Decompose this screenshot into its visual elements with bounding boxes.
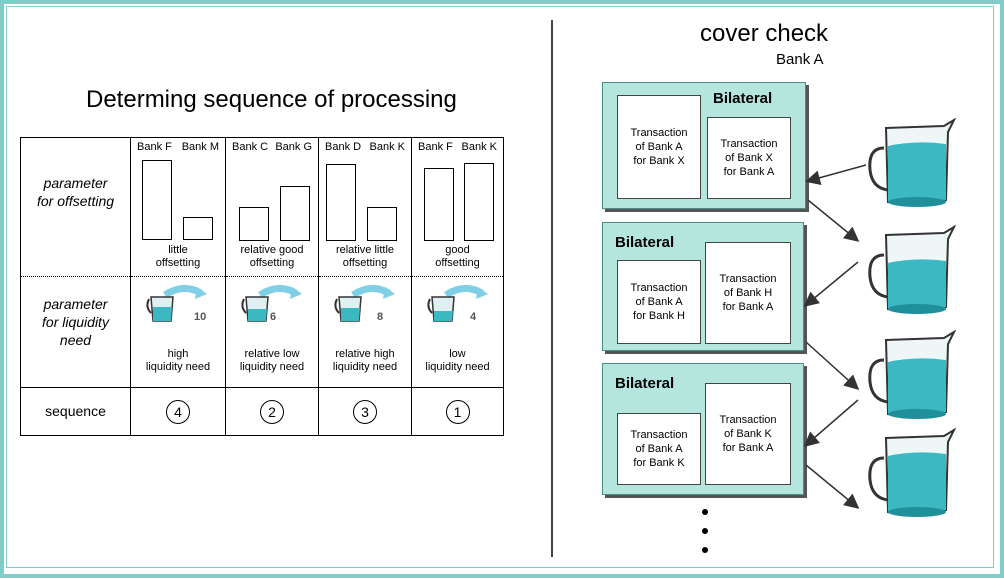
liquidity-label-cell: parameter for liquidity need xyxy=(20,276,131,388)
bank-name: Bank C xyxy=(232,141,269,153)
bank-names: Bank D Bank K xyxy=(319,141,411,153)
offsetting-label-cell: parameter for offsetting xyxy=(20,137,131,277)
bilateral-label: Bilateral xyxy=(713,90,773,107)
arrow-icon xyxy=(803,399,859,447)
offset-bar xyxy=(280,186,310,241)
offset-caption: little offsetting xyxy=(155,244,201,269)
offset-cell-2: Bank C Bank G relative good offsetting xyxy=(225,137,319,277)
arrow-icon xyxy=(805,164,867,186)
offset-caption: relative little offsetting xyxy=(335,244,395,269)
jug-icon xyxy=(146,285,207,322)
sequence-number: 1 xyxy=(445,399,470,424)
offset-bar xyxy=(464,163,494,241)
offset-bar xyxy=(239,207,269,241)
offset-bar xyxy=(183,217,213,240)
liquidity-row-label: parameter for liquidity need xyxy=(42,296,109,348)
bilateral-label: Bilateral xyxy=(615,234,675,251)
liquidity-cell-1: 10 high liquidity need xyxy=(130,276,226,388)
offsetting-row-label: parameter for offsetting xyxy=(36,175,115,209)
liquidity-caption: relative low liquidity need xyxy=(239,348,305,373)
offset-bar xyxy=(326,164,356,241)
liquidity-caption: low liquidity need xyxy=(425,348,490,373)
sequence-label-cell: sequence xyxy=(20,387,131,436)
bank-name: Bank G xyxy=(275,141,312,153)
sequence-row-label: sequence xyxy=(45,403,106,419)
jug-icon xyxy=(241,285,302,322)
arrow-icon xyxy=(803,261,859,307)
bilateral-block: Bilateral Transaction of Bank A for Bank… xyxy=(602,82,806,209)
bank-name: Bank M xyxy=(181,141,219,153)
liquidity-cell-2: 6 relative low liquidity need xyxy=(225,276,319,388)
bank-name: Bank F xyxy=(418,141,453,153)
liquidity-caption: relative high liquidity need xyxy=(332,348,398,373)
sequence-cell-4: 1 xyxy=(411,387,504,436)
offset-caption: relative good offsetting xyxy=(240,244,304,269)
liquidity-value: 10 xyxy=(194,311,207,323)
transaction-box: Transaction of Bank K for Bank A xyxy=(705,383,791,485)
section-divider xyxy=(551,20,553,557)
sequence-number: 3 xyxy=(353,399,377,424)
bilateral-label: Bilateral xyxy=(615,375,675,392)
transaction-box: Transaction of Bank A for Bank K xyxy=(617,413,701,485)
offset-bar xyxy=(367,207,397,241)
arrow-icon xyxy=(807,199,860,242)
bank-names: Bank F Bank M xyxy=(131,141,225,153)
bilateral-block: Bilateral Transaction of Bank A for Bank… xyxy=(602,222,804,351)
bilateral-block: Bilateral Transaction of Bank A for Bank… xyxy=(602,363,804,495)
offsetting-row: parameter for offsetting Bank F Bank M li… xyxy=(20,137,504,277)
offset-bar xyxy=(424,168,454,241)
bank-names: Bank C Bank G xyxy=(226,141,318,153)
jug-icon xyxy=(334,285,395,322)
sequence-row: sequence 4 2 3 1 xyxy=(20,387,504,436)
transaction-box: Transaction of Bank A for Bank H xyxy=(617,260,701,344)
sequence-cell-2: 2 xyxy=(225,387,319,436)
offset-caption: good offsetting xyxy=(435,244,480,269)
continuation-dot xyxy=(702,528,708,534)
jug-icon xyxy=(427,285,488,322)
transaction-box: Transaction of Bank A for Bank X xyxy=(617,95,701,199)
continuation-dot xyxy=(702,547,708,553)
liquidity-caption: high liquidity need xyxy=(145,348,211,373)
left-title: Determing sequence of processing xyxy=(86,86,457,113)
offset-cell-1: Bank F Bank M little offsetting xyxy=(130,137,226,277)
liquidity-row: parameter for liquidity need 10 high liq… xyxy=(20,276,504,388)
offset-cell-4: Bank F Bank K good offsetting xyxy=(411,137,504,277)
jug-icon xyxy=(868,225,956,314)
offset-bar xyxy=(142,160,172,240)
continuation-dot xyxy=(702,509,708,515)
transaction-box: Transaction of Bank X for Bank A xyxy=(707,117,791,199)
right-subtitle: Bank A xyxy=(776,51,824,68)
bank-names: Bank F Bank K xyxy=(412,141,503,153)
right-title: cover check xyxy=(700,20,829,47)
liquidity-value: 8 xyxy=(377,311,384,323)
sequence-number: 2 xyxy=(260,399,284,424)
transaction-box: Transaction of Bank H for Bank A xyxy=(705,242,791,344)
sequence-number: 4 xyxy=(166,399,190,424)
jug-icon xyxy=(868,330,956,419)
jug-icon xyxy=(868,428,956,517)
sequence-table: parameter for offsetting Bank F Bank M li… xyxy=(20,137,504,436)
sequence-cell-1: 4 xyxy=(130,387,226,436)
liquidity-cell-3: 8 relative high liquidity need xyxy=(318,276,412,388)
liquidity-value: 6 xyxy=(270,311,277,323)
bank-name: Bank K xyxy=(369,141,405,153)
jug-icon xyxy=(868,118,956,207)
bank-name: Bank K xyxy=(461,141,497,153)
sequence-cell-3: 3 xyxy=(318,387,412,436)
liquidity-cell-4: 4 low liquidity need xyxy=(411,276,504,388)
arrow-icon xyxy=(805,464,860,509)
bank-name: Bank F xyxy=(137,141,172,153)
liquidity-value: 4 xyxy=(470,311,477,323)
bank-name: Bank D xyxy=(325,141,362,153)
offset-cell-3: Bank D Bank K relative little offsetting xyxy=(318,137,412,277)
inner-frame xyxy=(6,6,994,568)
arrow-icon xyxy=(805,341,860,391)
